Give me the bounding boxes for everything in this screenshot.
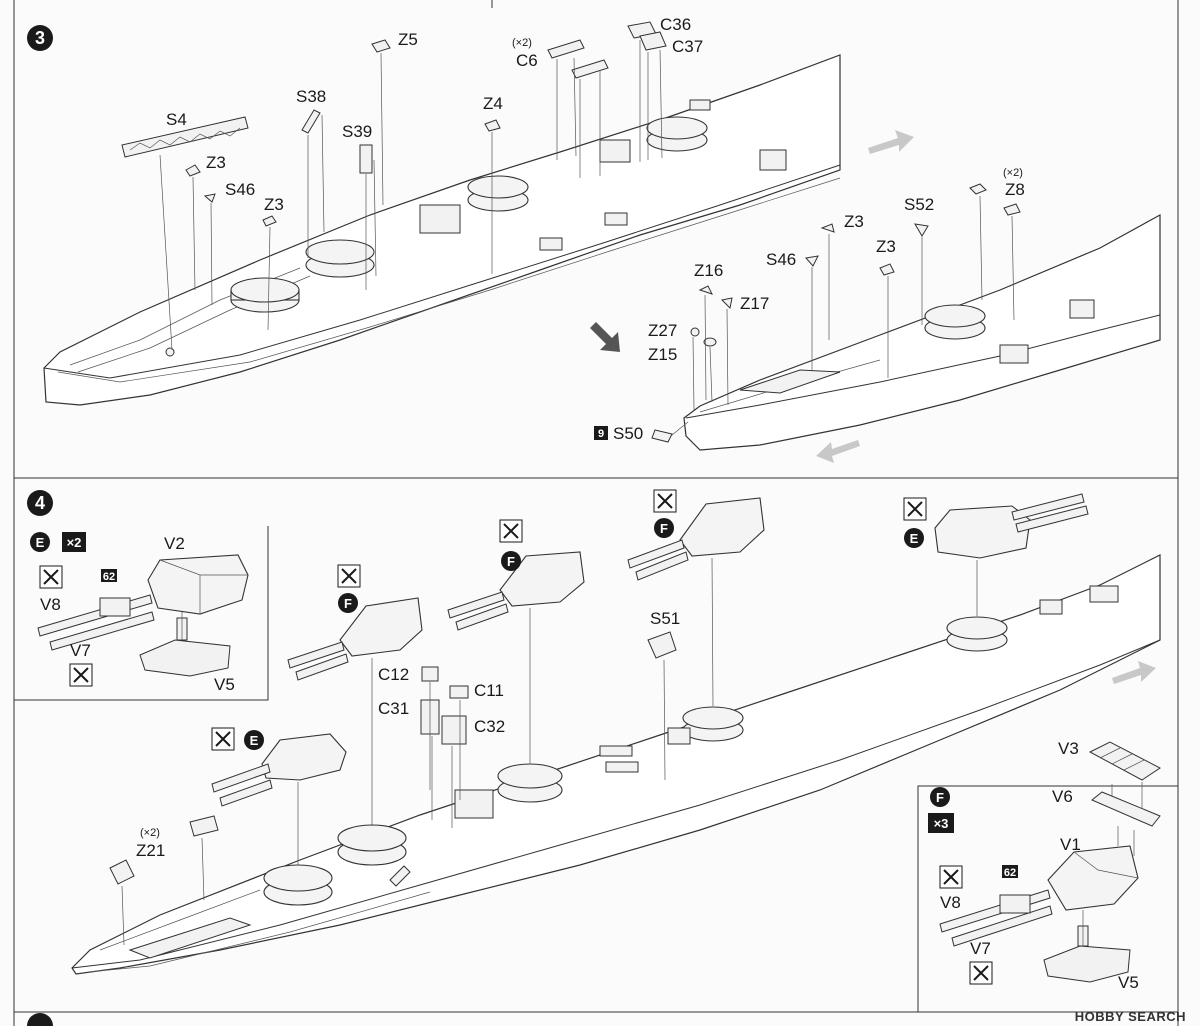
glue-icon — [211, 727, 235, 751]
inset-turret-e: E ×2 62 V2 V8 V7 V5 — [14, 526, 269, 701]
step-4-number: 4 — [35, 493, 45, 513]
badge-e: E — [910, 531, 919, 546]
label-v5: V5 — [1118, 973, 1139, 992]
badge-f: F — [344, 596, 352, 611]
label-c6: C6 — [516, 51, 538, 70]
step3-bow-hull — [43, 54, 841, 406]
glue-icon — [499, 519, 523, 543]
glue-icon — [69, 663, 93, 687]
paint-code-62: 62 — [1004, 867, 1016, 879]
inset-turret-f: F ×3 62 V3 V6 V1 V8 V7 V5 — [917, 739, 1178, 1012]
label-s39: S39 — [342, 122, 372, 141]
label-v1: V1 — [1060, 835, 1081, 854]
label-z5: Z5 — [398, 30, 418, 49]
quantity-x2: ×2 — [67, 535, 82, 550]
glue-icon — [653, 489, 677, 513]
glue-icon — [903, 497, 927, 521]
label-z3: Z3 — [876, 237, 896, 256]
label-s46: S46 — [766, 250, 796, 269]
label-x2: (×2) — [140, 827, 160, 839]
badge-f: F — [507, 554, 515, 569]
label-c31: C31 — [378, 699, 409, 718]
label-c12: C12 — [378, 665, 409, 684]
label-x2: (×2) — [1003, 167, 1023, 179]
glue-icon — [39, 565, 63, 589]
label-v7: V7 — [970, 939, 991, 958]
label-c37: C37 — [672, 37, 703, 56]
label-v2: V2 — [164, 534, 185, 553]
rotate-arrows — [590, 130, 1156, 684]
badge-e: E — [36, 535, 45, 550]
step3-stern-hull — [683, 213, 1161, 451]
step-3-number: 3 — [35, 28, 45, 48]
watermark: HOBBY SEARCH — [1074, 1009, 1186, 1024]
label-v3: V3 — [1058, 739, 1079, 758]
label-c32: C32 — [474, 717, 505, 736]
label-s4: S4 — [166, 110, 187, 129]
step4-badges: F F F E E — [211, 489, 927, 751]
label-z21: Z21 — [136, 841, 165, 860]
step-4-marker: 4 — [27, 490, 53, 516]
step4-turrets — [109, 493, 1089, 946]
glue-icon — [939, 865, 963, 889]
s50-step-ref: 9 — [598, 428, 604, 440]
label-v5: V5 — [214, 675, 235, 694]
badge-f: F — [660, 521, 668, 536]
label-z17: Z17 — [740, 294, 769, 313]
label-c11: C11 — [474, 681, 504, 700]
step-5-marker-partial — [27, 1013, 53, 1026]
label-s52: S52 — [904, 195, 934, 214]
label-z3: Z3 — [264, 195, 284, 214]
glue-icon — [969, 961, 993, 985]
panel-borders — [13, 0, 1179, 1026]
label-z15: Z15 — [648, 345, 677, 364]
label-x2: (×2) — [512, 37, 532, 49]
label-z27: Z27 — [648, 321, 677, 340]
step-3-marker: 3 — [27, 25, 53, 51]
label-c36: C36 — [660, 15, 691, 34]
label-v6: V6 — [1052, 787, 1073, 806]
badge-f: F — [936, 790, 944, 805]
quantity-x3: ×3 — [934, 816, 949, 831]
label-s50: S50 — [613, 424, 643, 443]
label-s51: S51 — [650, 609, 680, 628]
label-s46: S46 — [225, 180, 255, 199]
label-z16: Z16 — [694, 261, 723, 280]
step3-parts — [121, 21, 1021, 443]
label-v8: V8 — [940, 893, 961, 912]
label-s38: S38 — [296, 87, 326, 106]
glue-icon — [337, 564, 361, 588]
label-v8: V8 — [40, 595, 61, 614]
label-z8: Z8 — [1005, 180, 1025, 199]
paint-code-62: 62 — [103, 571, 115, 583]
label-z3: Z3 — [206, 153, 226, 172]
label-v7: V7 — [70, 641, 91, 660]
label-z3: Z3 — [844, 212, 864, 231]
label-z4: Z4 — [483, 94, 503, 113]
step4-hull — [71, 554, 1161, 975]
badge-e: E — [250, 733, 259, 748]
step4-labels: S51 C12 C11 C31 C32 (×2) Z21 — [136, 609, 680, 860]
step3-labels: S4 Z3 S46 Z3 S38 S39 Z5 Z4 (×2) C6 C36 C… — [166, 15, 1025, 443]
